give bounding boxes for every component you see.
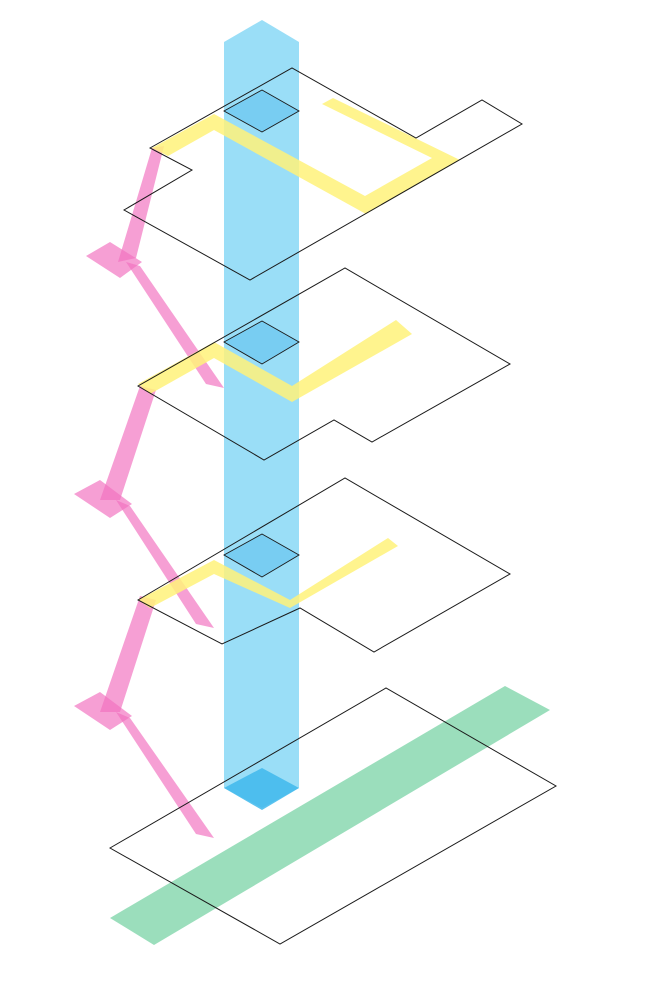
stair-landing (74, 480, 132, 518)
core-opening-level-4 (223, 89, 300, 133)
circulation-path-level-3 (138, 320, 412, 402)
stair-landing (74, 692, 132, 730)
floor-plate-level-3 (137, 267, 512, 461)
floor-plates (108, 67, 558, 945)
floor-plate-ground (108, 687, 558, 945)
ground-band (110, 686, 550, 945)
stair-segment (116, 712, 214, 838)
core-opening-level-3 (223, 320, 300, 365)
vertical-core-shaft (224, 20, 299, 808)
core-cap-ground (224, 768, 299, 810)
core-opening-level-2 (223, 533, 300, 578)
floor-plate-level-4 (122, 67, 523, 281)
floor-plate-level-2 (136, 477, 511, 653)
circulation-path-level-4 (152, 98, 460, 214)
stair-segment (118, 146, 164, 262)
stair-landing (86, 242, 142, 278)
vertical-core (223, 20, 300, 810)
stair-segment (100, 596, 156, 712)
stair-segment (100, 386, 156, 500)
circulation-path-level-2 (138, 538, 398, 608)
circulation-path (138, 98, 460, 608)
stair-ramp (74, 146, 224, 838)
stair-segment (116, 500, 214, 628)
